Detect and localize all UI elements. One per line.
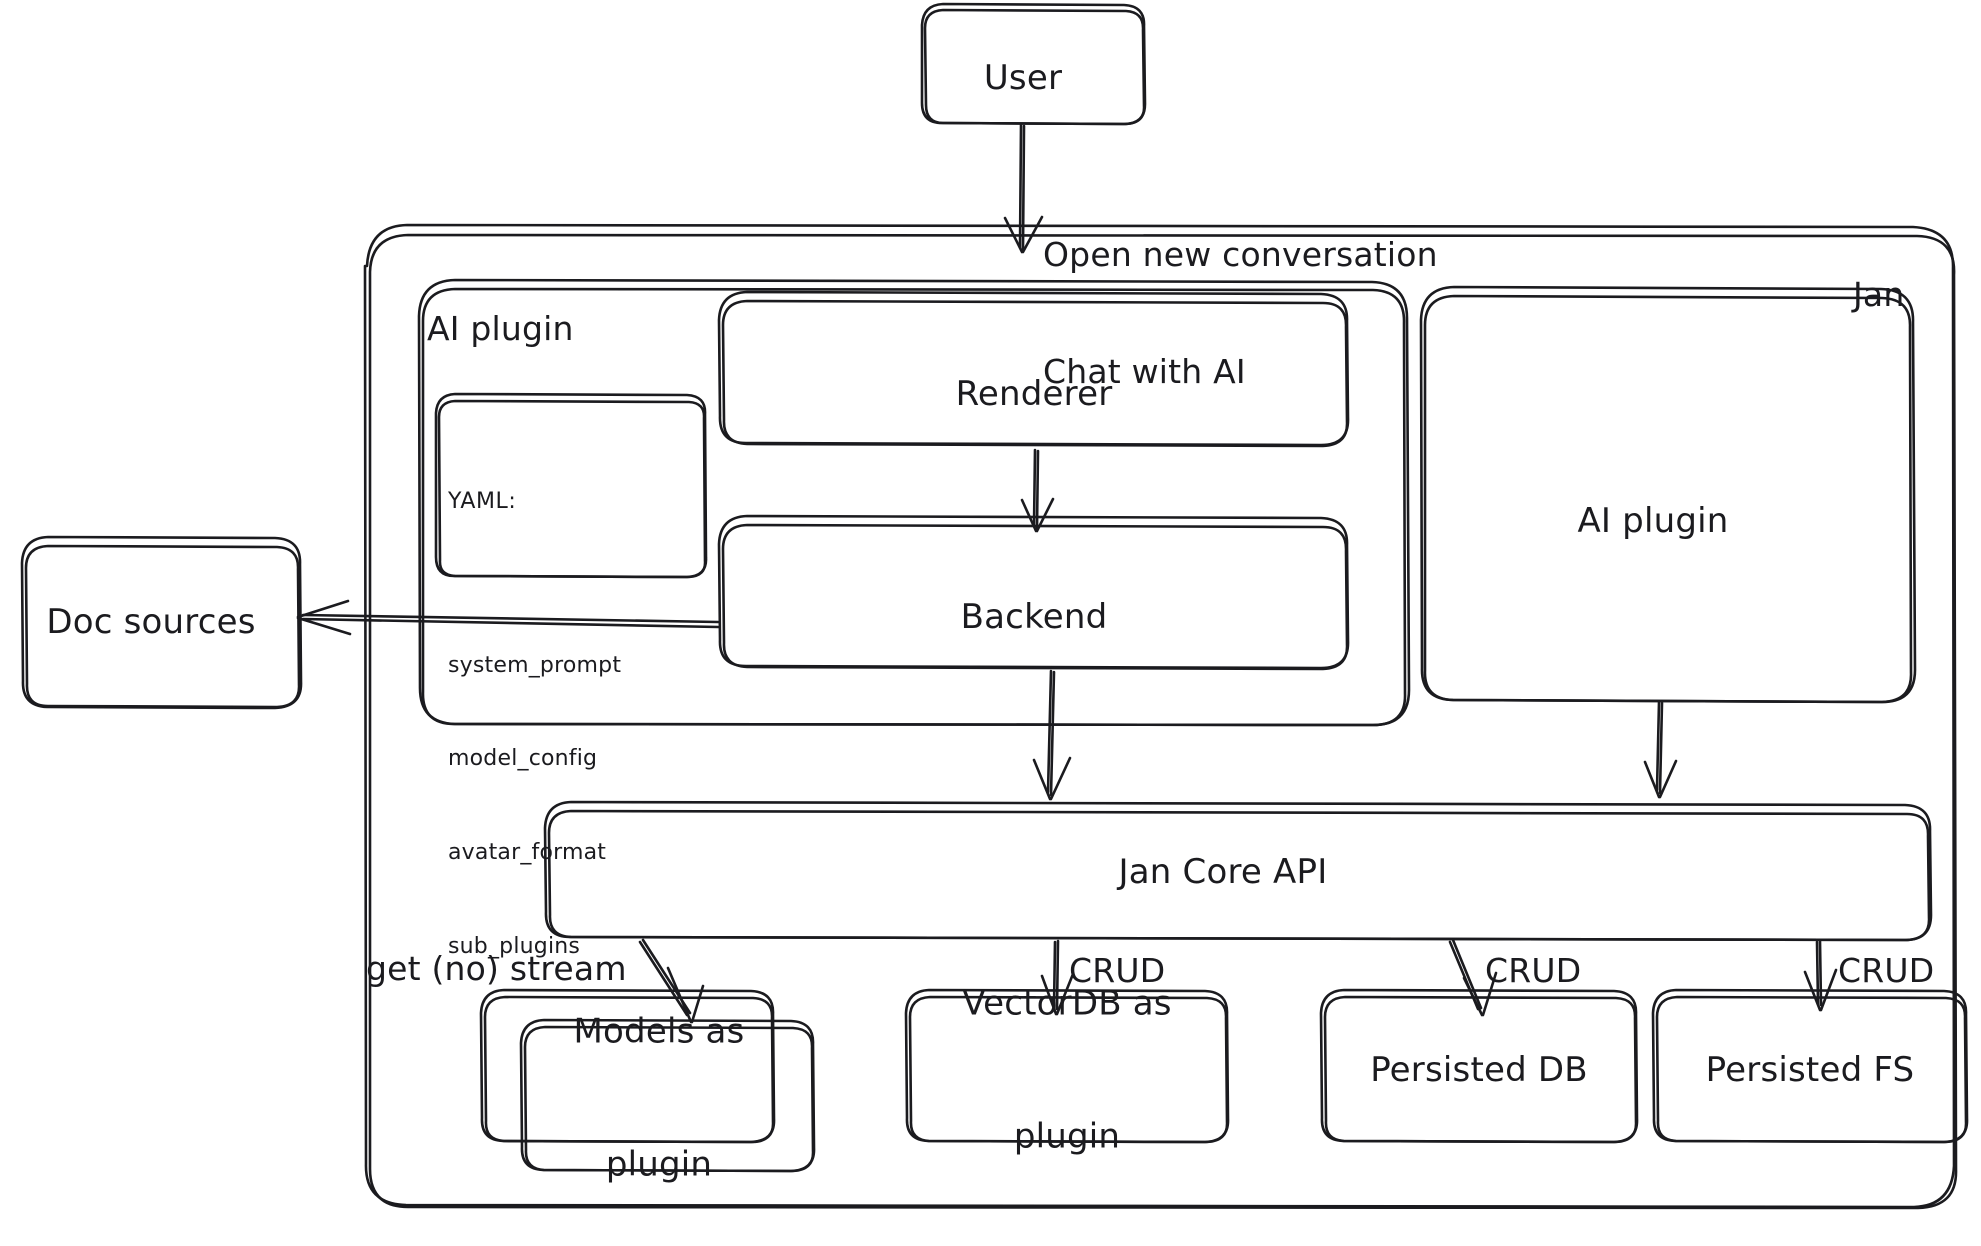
- edge-backend-to-docsources-arrow: [296, 599, 720, 636]
- yaml-note-key-avatar-format: avatar_format: [448, 840, 607, 866]
- node-doc-sources-label: Doc sources: [46, 601, 256, 642]
- edge-user-to-renderer-label: Open new conversation Chat with AI: [1043, 158, 1438, 470]
- node-models-plugin-label-line2: plugin: [605, 1144, 713, 1185]
- node-vectordb-plugin-label: VectorDB as plugin: [962, 893, 1171, 1246]
- node-vectordb-plugin-shape: [904, 988, 1230, 1144]
- node-persisted-fs-label: Persisted FS: [1705, 1049, 1915, 1090]
- edge-core-to-db-label: CRUD: [1485, 951, 1582, 990]
- edge-user-to-renderer-label-line2: Chat with AI: [1043, 351, 1246, 391]
- edge-user-to-renderer-label-line1: Open new conversation: [1043, 234, 1438, 274]
- node-doc-sources-shape: [20, 535, 303, 710]
- node-backend-shape: [717, 514, 1350, 671]
- node-jan-core-api-shape: [543, 800, 1933, 942]
- node-ai-plugin-right-shape: [1419, 285, 1917, 704]
- node-vectordb-plugin-label-line1: VectorDB as: [962, 983, 1172, 1024]
- container-jan-shape: [363, 223, 1958, 1210]
- yaml-note-key-system-prompt: system_prompt: [448, 652, 622, 678]
- container-ai-plugin-group-shape: [417, 278, 1411, 727]
- edge-backend-to-core-arrow: [1032, 669, 1072, 801]
- yaml-note-heading: YAML:: [448, 489, 517, 515]
- node-renderer-label: Renderer: [955, 373, 1113, 414]
- container-jan-label: Jan: [1853, 275, 1905, 314]
- edge-core-to-vectordb-label: CRUD: [1069, 951, 1166, 990]
- edge-core-to-models-label: get (no) stream: [366, 949, 627, 988]
- yaml-note-key-sub-plugins: sub_plugins: [448, 933, 581, 959]
- yaml-note-key-model-config: model_config: [448, 746, 598, 772]
- yaml-note-text: YAML: system_prompt model_config avatar_…: [448, 424, 621, 1024]
- node-models-plugin-label-line1: Models as: [573, 1011, 745, 1052]
- node-user-shape: [920, 2, 1147, 126]
- yaml-note-shape: [434, 392, 708, 579]
- edge-core-to-fs-arrow: [1803, 939, 1838, 1012]
- node-backend-label: Backend: [960, 596, 1108, 637]
- edge-core-to-fs-label: CRUD: [1838, 951, 1935, 990]
- node-models-plugin-label: Models as plugin: [574, 921, 745, 1246]
- node-ai-plugin-right-label: AI plugin: [1577, 500, 1729, 541]
- node-models-plugin-shape: [479, 988, 816, 1173]
- node-user-label: User: [983, 57, 1063, 98]
- node-jan-core-api-label: Jan Core API: [1118, 851, 1328, 892]
- edge-aiplugin-to-core-arrow: [1643, 700, 1678, 799]
- node-renderer-shape: [717, 290, 1350, 448]
- node-persisted-db-shape: [1319, 988, 1639, 1144]
- node-persisted-db-label: Persisted DB: [1370, 1049, 1588, 1090]
- node-persisted-fs-shape: [1651, 988, 1969, 1144]
- node-vectordb-plugin-label-line2: plugin: [1013, 1116, 1121, 1157]
- edge-user-to-renderer-arrow: [1003, 123, 1044, 254]
- container-ai-plugin-group-label: AI plugin: [427, 309, 574, 348]
